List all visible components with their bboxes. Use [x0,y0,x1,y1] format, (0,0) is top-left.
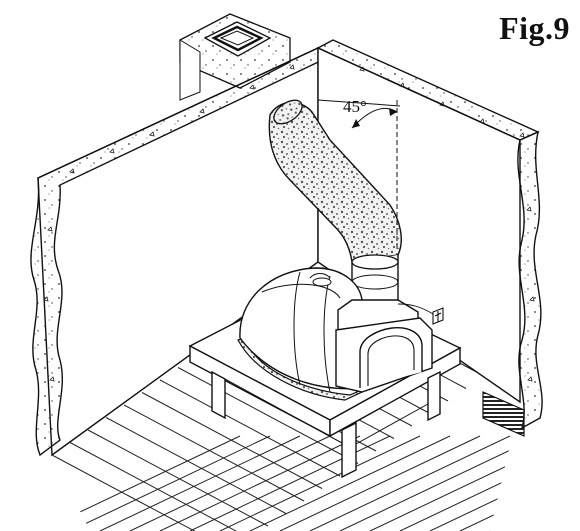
wall-vent-grille [482,391,525,437]
roof-chimney-block [179,13,291,101]
dome-oven [239,267,363,393]
left-wall [30,46,335,457]
wall-texture-marks [43,64,535,382]
angle-indicator: 45° [317,97,401,250]
angle-label: 45° [343,97,367,116]
right-wall [316,39,543,437]
electrical-junction-box [397,303,444,325]
oven-front-arch [335,299,433,393]
figure-label: Fig.9 [499,10,570,46]
